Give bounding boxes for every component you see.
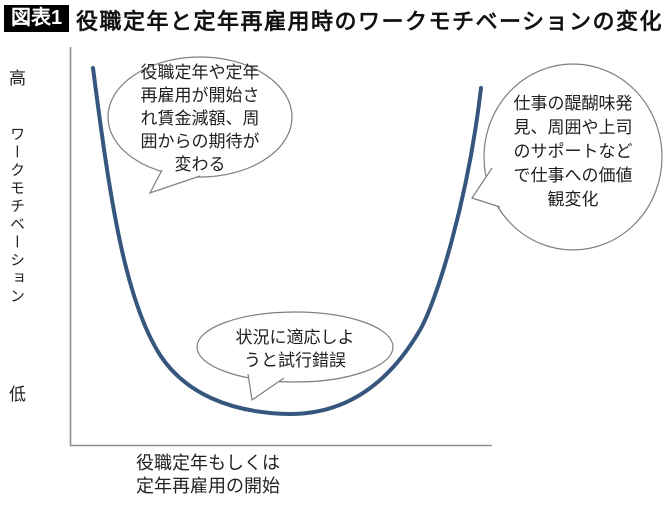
motivation-curve <box>91 66 483 417</box>
y-axis-high-label: 高 <box>9 69 26 88</box>
right-bubble-text: 仕事の醍醐味発 見、周囲や上司 のサポートなど で仕事への価値 観変化 <box>513 94 633 209</box>
y-axis-low-label: 低 <box>9 385 26 404</box>
right-speech-bubble-tail <box>471 167 501 208</box>
figure-title: 役職定年と定年再雇用時のワークモチベーションの変化 <box>76 9 664 34</box>
figure-number-badge: 図表1 <box>4 5 70 32</box>
middle-speech-bubble-tail <box>247 373 285 402</box>
y-axis-title: ワークモチベーション <box>8 126 25 306</box>
right-speech-bubble <box>483 63 663 251</box>
left-speech-bubble <box>107 56 293 178</box>
left-bubble-text: 役職定年や定年 再雇用が開始さ れ賃金減額、周 囲からの期待が 変わる <box>140 63 260 174</box>
figure-header: 図表1 役職定年と定年再雇用時のワークモチベーションの変化 <box>0 0 670 40</box>
middle-bubble-text: 状況に適応しよ うと試行錯誤 <box>235 328 355 370</box>
middle-speech-bubble <box>196 311 394 383</box>
left-speech-bubble-tail <box>148 169 201 195</box>
x-axis-label: 役職定年もしくは 定年再雇用の開始 <box>136 453 280 496</box>
